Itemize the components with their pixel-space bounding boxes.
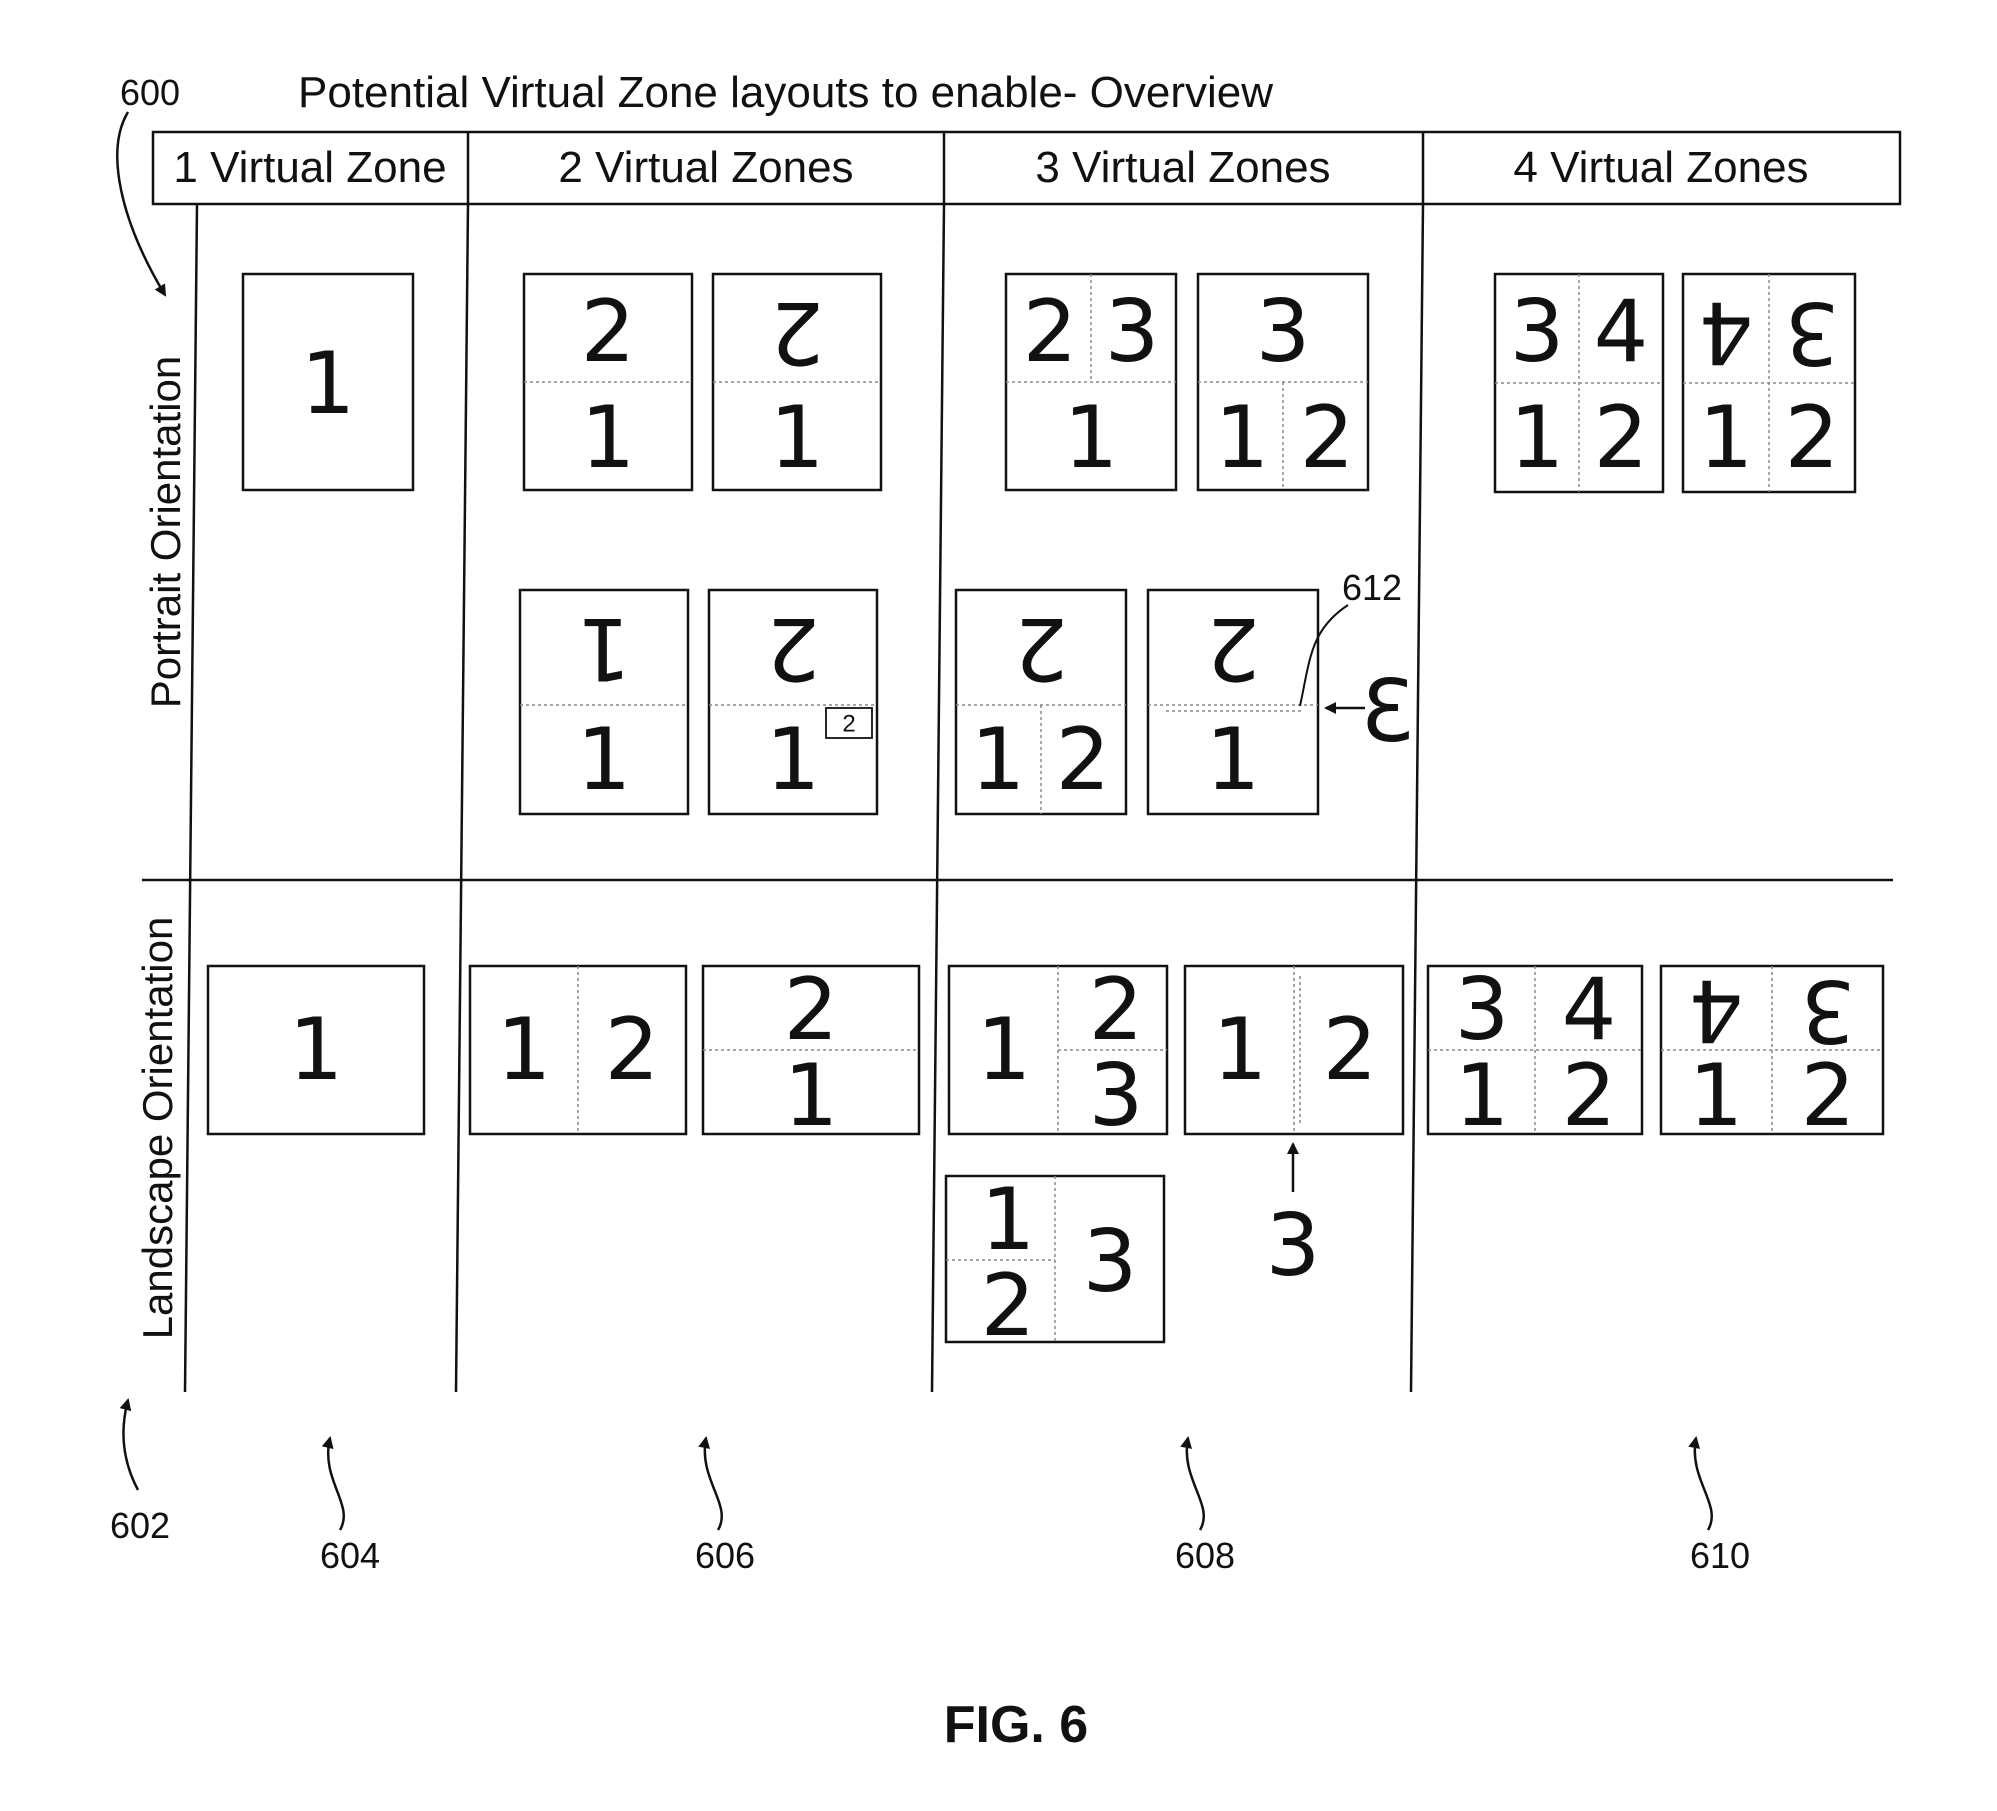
layout-landscape-3-zones-b: 1 2: [1185, 966, 1403, 1134]
ref-604: 604: [320, 1535, 380, 1576]
zone-label: 2: [1300, 388, 1355, 488]
zone-label: 1: [1206, 710, 1261, 810]
zone-label-rotated: 2: [770, 282, 825, 382]
zone-label: 3: [1089, 1046, 1144, 1146]
zone-label: 1: [1689, 1046, 1744, 1146]
row-label-portrait: Portrait Orientation: [142, 356, 189, 709]
zone-label: 1: [497, 1000, 552, 1100]
zone-label: 1: [1064, 388, 1119, 488]
ref-604-leader: [328, 1438, 344, 1530]
layout-landscape-1-zone: 1: [208, 966, 424, 1134]
layout-landscape-3-zones-a: 1 2 3: [949, 960, 1167, 1146]
layout-landscape-2-zones-a: 1 2: [470, 966, 686, 1134]
zone-label: 1: [981, 1170, 1036, 1270]
zone-label: 1: [1510, 388, 1565, 488]
ref-612: 612: [1342, 567, 1402, 608]
layout-portrait-4-zones-b: 4 3 1 2: [1683, 274, 1855, 492]
zone-label: 2: [1323, 1000, 1378, 1100]
ref-608-leader: [1187, 1438, 1204, 1530]
figure-caption: FIG. 6: [944, 1696, 1088, 1754]
layout-landscape-4-zones-b: 4 3 1 2: [1661, 960, 1883, 1146]
ref-608: 608: [1175, 1535, 1235, 1576]
ref-610: 610: [1690, 1535, 1750, 1576]
layout-portrait-4-zones-a: 3 4 1 2: [1495, 274, 1663, 492]
zone-label: 2: [1056, 710, 1111, 810]
zone-label-rotated: 2: [766, 598, 821, 698]
layout-landscape-3-zones-c: 1 2 3: [946, 1170, 1164, 1356]
layout-portrait-3-zones-a: 2 3 1: [1006, 274, 1176, 490]
column-header-2-zones: 2 Virtual Zones: [558, 143, 853, 192]
zone-label: 2: [1594, 388, 1649, 488]
zone-label: 1: [977, 1000, 1032, 1100]
layout-portrait-2-zones-c: 1 1: [520, 590, 688, 814]
layout-portrait-3-zones-b: 3 1 2: [1198, 274, 1368, 490]
layout-portrait-2-zones-b: 2 1: [713, 274, 881, 490]
mini-zone-label: 2: [842, 711, 855, 738]
ref-606: 606: [695, 1535, 755, 1576]
zone-label: 1: [1455, 1046, 1510, 1146]
ref-610-leader: [1695, 1438, 1712, 1530]
zone-label: 1: [289, 1000, 344, 1100]
layout-landscape-2-zones-b: 2 1: [703, 960, 919, 1146]
column-header-3-zones: 3 Virtual Zones: [1035, 143, 1330, 192]
zone-label: 2: [1089, 960, 1144, 1060]
zone-label: 2: [981, 1256, 1036, 1356]
figure-title: Potential Virtual Zone layouts to enable…: [298, 68, 1273, 117]
zone-label: 1: [971, 710, 1026, 810]
zone-label-rotated: 3: [1785, 282, 1840, 382]
layout-portrait-1-zone: 1: [243, 274, 413, 490]
zone-label: 1: [766, 710, 821, 810]
zone-label-rotated: 4: [1699, 282, 1754, 382]
zone-label: 4: [1562, 960, 1617, 1060]
layout-portrait-3-zones-d: 2 1: [1148, 590, 1318, 814]
layout-portrait-3-zones-c: 2 1 2: [956, 590, 1126, 814]
zone-label: 1: [1699, 388, 1754, 488]
zone-label-rotated: 1: [577, 598, 632, 698]
zone-label: 1: [577, 710, 632, 810]
zone-label: 2: [1801, 1046, 1856, 1146]
zone-label: 4: [1594, 282, 1649, 382]
ref-606-leader: [705, 1438, 722, 1530]
zone-label-rotated: 2: [1206, 598, 1261, 698]
zone-label: 1: [1213, 1000, 1268, 1100]
layout-portrait-2-zones-d: 2 1 2: [709, 590, 877, 814]
ref-602: 602: [110, 1505, 170, 1546]
layout-portrait-2-zones-a: 2 1: [524, 274, 692, 490]
zone-label: 1: [770, 388, 825, 488]
zone-label: 3: [1510, 282, 1565, 382]
zone-label: 1: [301, 334, 356, 434]
column-header-4-zones: 4 Virtual Zones: [1513, 143, 1808, 192]
zone-label: 2: [1023, 282, 1078, 382]
column-header-row: 1 Virtual Zone 2 Virtual Zones 3 Virtual…: [153, 132, 1900, 204]
zone-label: 3: [1455, 960, 1510, 1060]
ref-612-leader: [1300, 605, 1348, 706]
ref-602-leader: [123, 1400, 138, 1490]
layout-landscape-4-zones-a: 3 4 1 2: [1428, 960, 1642, 1146]
zone-label: 1: [784, 1046, 839, 1146]
column-header-1-zone: 1 Virtual Zone: [173, 143, 446, 192]
zone-label-rotated: 3: [1801, 960, 1856, 1060]
zone-label: 2: [1562, 1046, 1617, 1146]
zone-label: 2: [581, 282, 636, 382]
zone-label: 2: [784, 960, 839, 1060]
zone-label: 2: [1785, 388, 1840, 488]
row-label-landscape: Landscape Orientation: [134, 917, 181, 1340]
below-zone-label: 3: [1266, 1196, 1321, 1296]
zone-label-rotated: 4: [1689, 960, 1744, 1060]
zone-label: 3: [1256, 282, 1311, 382]
side-zone-label-rotated: 3: [1361, 662, 1416, 762]
zone-label: 3: [1083, 1212, 1138, 1312]
zone-label-rotated: 2: [1014, 598, 1069, 698]
zone-label: 2: [605, 1000, 660, 1100]
zone-label: 3: [1105, 282, 1160, 382]
zone-label: 1: [1215, 388, 1270, 488]
zone-label: 1: [581, 388, 636, 488]
figure-ref-600: 600: [120, 72, 180, 113]
